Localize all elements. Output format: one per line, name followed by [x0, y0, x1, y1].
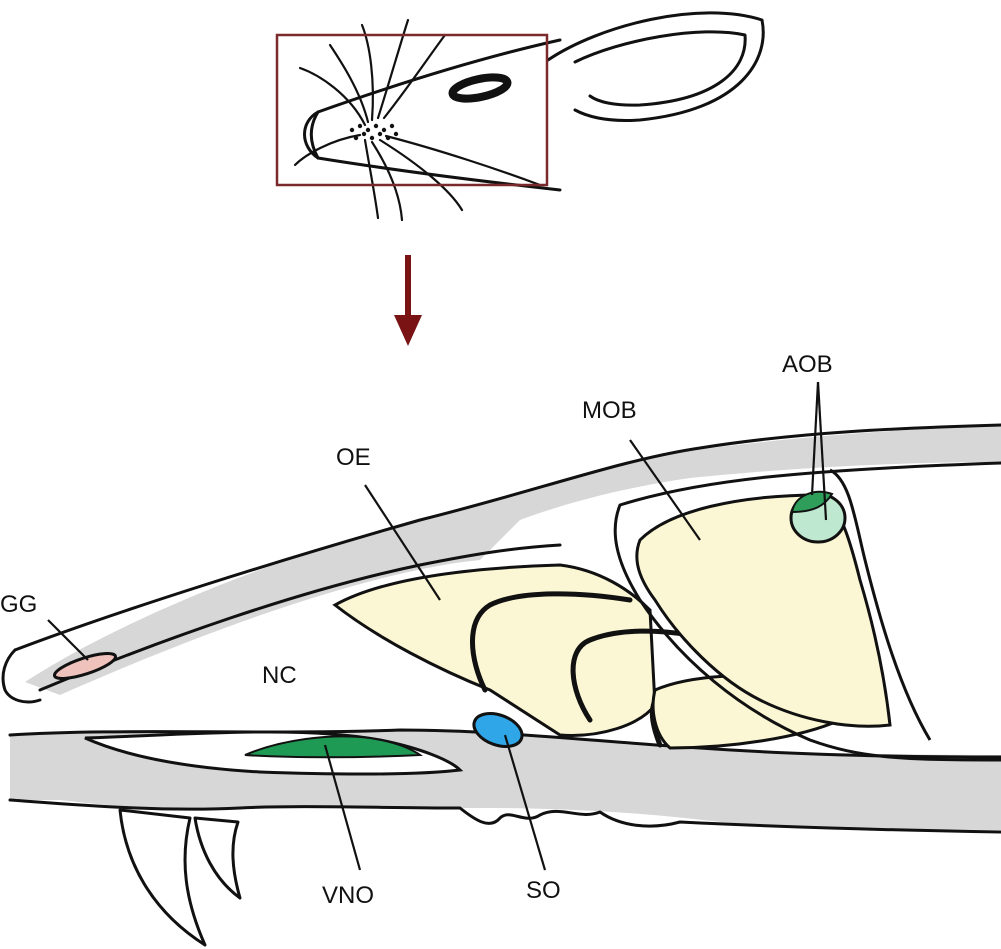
incisor-tooth [120, 810, 205, 945]
label-vno: VNO [322, 882, 374, 909]
label-oe: OE [336, 444, 371, 471]
incisor-tooth-2 [195, 818, 240, 898]
whiskers [295, 20, 540, 220]
mouse-head-illustration [295, 13, 763, 220]
label-gg: GG [0, 591, 37, 618]
skull-section [3, 425, 1001, 945]
label-aob: AOB [782, 351, 833, 378]
mouse-head-outline [305, 40, 561, 190]
zoom-arrow [394, 255, 422, 346]
mouse-eye [451, 73, 510, 102]
label-nc: NC [262, 662, 297, 689]
mouse-ear-inner [575, 32, 745, 105]
olfactory-epithelium [335, 565, 655, 735]
label-so: SO [526, 877, 561, 904]
label-mob: MOB [582, 397, 637, 424]
